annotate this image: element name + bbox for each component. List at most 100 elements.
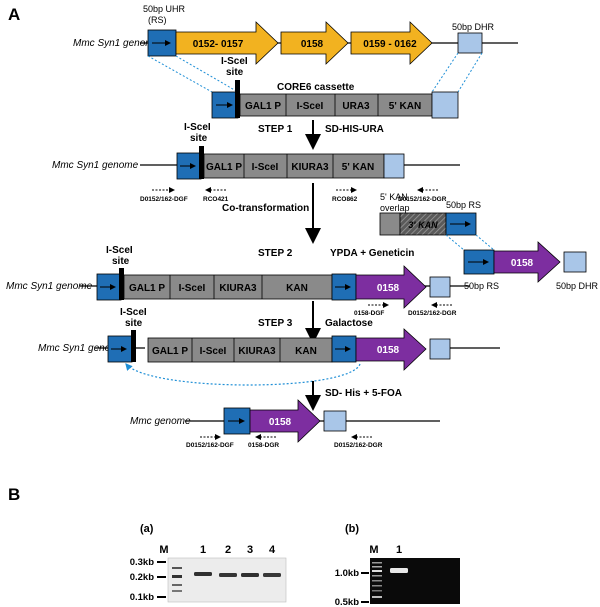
gene-arrow-label: 0159 - 0162 xyxy=(363,39,417,50)
dhr-box xyxy=(323,410,347,432)
gene-arrow-0159-0162 xyxy=(350,21,433,65)
final-arrow-label: 0158 xyxy=(269,417,292,428)
isce-site-label: I-SceI xyxy=(184,122,211,133)
panel-b-label: B xyxy=(8,485,20,504)
gene-arrow-0158 xyxy=(280,21,349,65)
recombination-loop xyxy=(125,363,361,386)
primer-label: D0152/162-DGF xyxy=(140,196,188,203)
isce-site-marker xyxy=(131,330,136,362)
row1-genome-construct: Mmc Syn1 genome 50bp UHR (RS) 0152- 0157… xyxy=(73,4,518,65)
primer-label: D0152/162-DGR xyxy=(334,442,383,449)
gel-marker-label: 1.0kb xyxy=(335,568,359,579)
row3-box-gal1p: GAL1 P xyxy=(206,162,242,173)
row3-genome-label: Mmc Syn1 genome xyxy=(52,160,139,171)
dhr-box xyxy=(429,338,451,360)
row4-box-kiura3: KIURA3 xyxy=(219,283,257,294)
primer-label: 0158-DGF xyxy=(354,310,384,317)
gel-marker-label: 0.2kb xyxy=(130,572,154,583)
step1-medium: SD-HIS-URA xyxy=(325,124,384,135)
kan3-label: 3' KAN xyxy=(408,220,438,230)
primer-label: D0152/162-DGR xyxy=(408,310,457,317)
isce-site-label: site xyxy=(112,256,130,267)
isce-site-label: site xyxy=(226,67,244,78)
core6-cassette: CORE6 cassette I-SceI site GAL1 P I-SceI… xyxy=(211,56,459,119)
cassette-title: CORE6 cassette xyxy=(277,82,355,93)
row5-construct: Mmc Syn1 genome I-SceI site GAL1 P I-Sce… xyxy=(38,307,500,386)
primer-label: RCO421 xyxy=(203,196,229,203)
rs-top-label: 50bp RS xyxy=(446,200,481,210)
dhr-box xyxy=(429,276,451,298)
step3-label: STEP 3 xyxy=(258,318,293,329)
row3-box-5kan: 5' KAN xyxy=(342,162,374,173)
gel-band xyxy=(194,572,212,576)
donor-arrow-0158 xyxy=(493,241,561,283)
row3-box-isce: I-SceI xyxy=(252,162,279,173)
gel-a: (a) M 1 2 3 4 0.3kb 0.2kb 0.1kb xyxy=(130,523,287,603)
kan-overlap-label: 5' KAN xyxy=(380,192,408,202)
isce-site-label: I-SceI xyxy=(120,307,147,318)
kan-overlap-label: overlap xyxy=(380,203,410,213)
isce-site-marker xyxy=(235,80,240,118)
gel-lane-label: 2 xyxy=(225,544,231,556)
isce-site-marker xyxy=(199,146,204,179)
uhr-label: 50bp UHR xyxy=(143,4,186,14)
row5-box-gal1p: GAL1 P xyxy=(152,346,188,357)
final-genome-label: Mmc genome xyxy=(130,416,191,427)
step2-medium: YPDA + Geneticin xyxy=(330,248,414,259)
donor-dhr-label: 50bp DHR xyxy=(556,281,599,291)
gel-lane-label: 1 xyxy=(200,544,206,556)
primer-label: 0158-DGR xyxy=(248,442,279,449)
row5-arrow-label: 0158 xyxy=(377,345,400,356)
gel-lane-label: 4 xyxy=(269,544,276,556)
gel-lane-label: 1 xyxy=(396,544,402,556)
donor-rs-label: 50bp RS xyxy=(464,281,499,291)
dhr-box xyxy=(431,91,459,119)
row3-box-kiura3: KIURA3 xyxy=(291,162,329,173)
primer-label: D0152/162-DGF xyxy=(186,442,234,449)
final-medium: SD- His + 5-FOA xyxy=(325,388,402,399)
isce-site-label: site xyxy=(190,133,208,144)
row4-arrow-label: 0158 xyxy=(377,283,400,294)
gel-lane-label: M xyxy=(369,544,378,556)
gel-band xyxy=(241,573,259,577)
donor-arrow-label: 0158 xyxy=(511,258,534,269)
row4-box-gal1p: GAL1 P xyxy=(129,283,165,294)
homology-guides-2 xyxy=(445,234,495,251)
gel-band xyxy=(390,568,408,573)
isce-site-label: I-SceI xyxy=(221,56,248,67)
step2-label: STEP 2 xyxy=(258,248,293,259)
row4-genome-label: Mmc Syn1 genome xyxy=(6,281,93,292)
gel-a-label: (a) xyxy=(140,523,154,535)
gel-b: (b) M 1 1.0kb 0.5kb xyxy=(335,523,460,607)
gel-marker-label: 0.1kb xyxy=(130,592,154,603)
isce-site-label: site xyxy=(125,318,143,329)
row5-genome-label: Mmc Syn1 genome xyxy=(38,343,125,354)
cassette-box-gal1p: GAL1 P xyxy=(245,101,281,112)
isce-site-label: I-SceI xyxy=(106,245,133,256)
homology-guides-1 xyxy=(147,52,483,93)
cassette-box-ura3: URA3 xyxy=(342,101,370,112)
kan-overlap-fragment: 5' KAN overlap 50bp RS 3' KAN xyxy=(379,192,481,236)
gel-lane-label: M xyxy=(159,544,168,556)
primer-label: RCO862 xyxy=(332,196,358,203)
gel-band xyxy=(263,573,281,577)
row5-box-isce: I-SceI xyxy=(200,346,227,357)
step3-medium: Galactose xyxy=(325,318,373,329)
row4-arrow-0158 xyxy=(355,265,427,309)
row3-construct: Mmc Syn1 genome I-SceI site GAL1 P I-Sce… xyxy=(52,122,460,203)
row1-genome-label: Mmc Syn1 genome xyxy=(73,38,160,49)
panel-a-label: A xyxy=(8,5,20,24)
final-arrow-0158 xyxy=(249,399,321,443)
gel-b-label: (b) xyxy=(345,523,359,535)
row4-box-isce: I-SceI xyxy=(179,283,206,294)
gel-marker-label: 0.3kb xyxy=(130,557,154,568)
gel-lane-label: 3 xyxy=(247,544,253,556)
primer-label: D0152/162-DGR xyxy=(398,196,447,203)
donor-fragment: 0158 50bp RS 50bp DHR xyxy=(463,241,599,291)
isce-site-marker xyxy=(119,268,124,300)
rs-label: (RS) xyxy=(148,15,167,25)
gel-band xyxy=(219,573,237,577)
gel-marker-label: 0.5kb xyxy=(335,597,359,607)
row5-box-kiura3: KIURA3 xyxy=(238,346,276,357)
